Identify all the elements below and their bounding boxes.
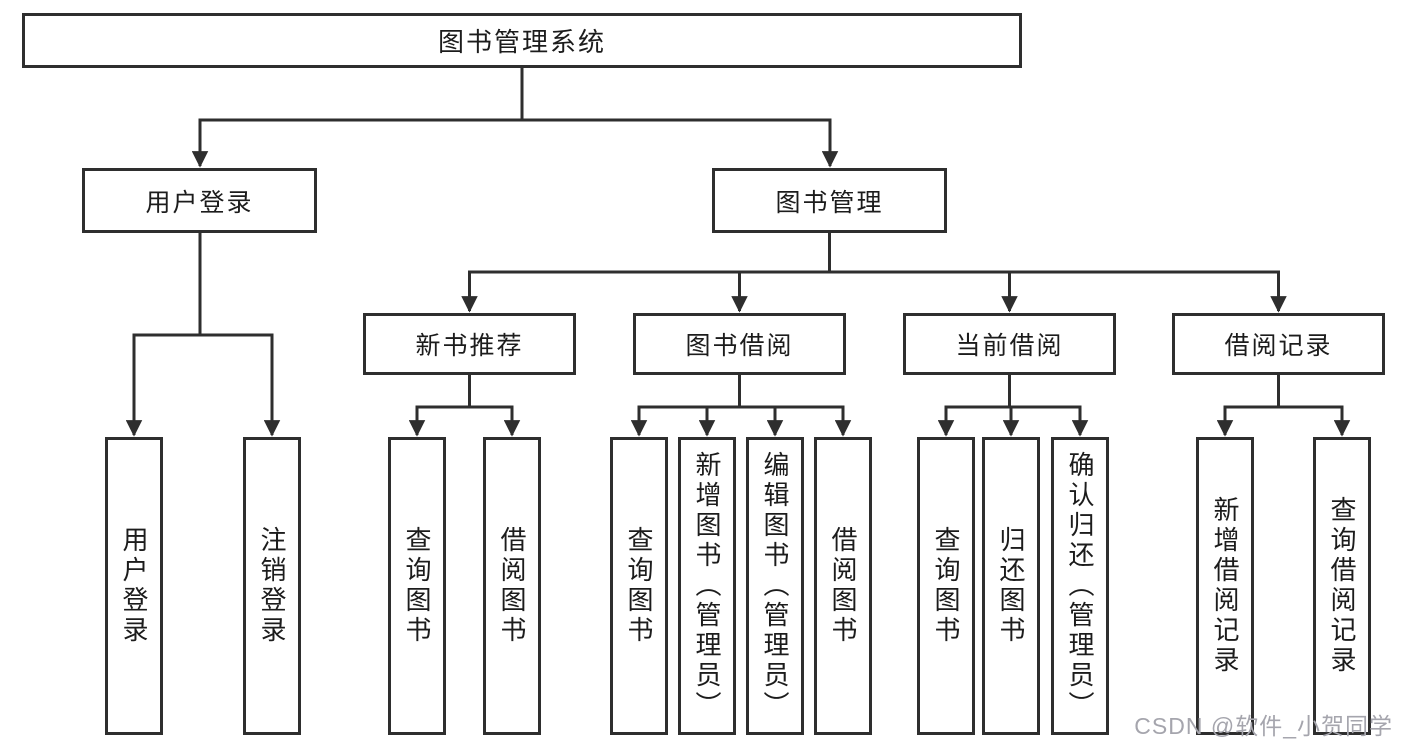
node-label: 当前借阅 [955, 332, 1064, 360]
node-label: 用户登录 [119, 526, 149, 646]
node-label: 借阅图书 [828, 526, 858, 646]
watermark: CSDN @软件_小贺同学 [1134, 713, 1393, 739]
node-leaf-logout: 注销登录 [243, 437, 301, 735]
node-leaf-borrow-books: 借阅图书 [814, 437, 872, 735]
node-book-management: 图书管理 [712, 168, 947, 233]
node-leaf-query-books-recommend: 查询图书 [388, 437, 446, 735]
node-user-login-group: 用户登录 [82, 168, 317, 233]
node-label: 用户登录 [145, 188, 254, 217]
node-leaf-query-books-current: 查询图书 [917, 437, 975, 735]
node-leaf-borrow-books-recommend: 借阅图书 [483, 437, 541, 735]
node-leaf-user-login: 用户登录 [105, 437, 163, 735]
node-label: 图书借阅 [685, 332, 794, 360]
node-label: 查询图书 [402, 526, 432, 646]
node-label: 新书推荐 [415, 332, 524, 360]
node-root: 图书管理系统 [22, 13, 1022, 68]
node-label: 确认归还（管理员） [1065, 451, 1095, 721]
node-book-borrow: 图书借阅 [633, 313, 846, 375]
node-borrow-records: 借阅记录 [1172, 313, 1385, 375]
node-label: 新增图书（管理员） [692, 451, 722, 721]
node-current-borrow: 当前借阅 [903, 313, 1116, 375]
node-new-book-recommend: 新书推荐 [363, 313, 576, 375]
node-label: 查询图书 [931, 526, 961, 646]
node-leaf-add-borrow-record: 新增借阅记录 [1196, 437, 1254, 735]
node-label: 借阅记录 [1224, 332, 1333, 360]
node-label: 查询借阅记录 [1327, 496, 1357, 676]
node-label: 图书管理 [775, 188, 884, 217]
node-leaf-confirm-return-admin: 确认归还（管理员） [1051, 437, 1109, 735]
node-label: 图书管理系统 [437, 27, 606, 57]
node-leaf-add-book-admin: 新增图书（管理员） [678, 437, 736, 735]
node-label: 编辑图书（管理员） [760, 451, 790, 721]
node-label: 归还图书 [996, 526, 1026, 646]
node-label: 新增借阅记录 [1210, 496, 1240, 676]
node-leaf-return-book: 归还图书 [982, 437, 1040, 735]
node-leaf-query-borrow-record: 查询借阅记录 [1313, 437, 1371, 735]
node-label: 注销登录 [257, 526, 287, 646]
node-label: 查询图书 [624, 526, 654, 646]
node-leaf-edit-book-admin: 编辑图书（管理员） [746, 437, 804, 735]
node-label: 借阅图书 [497, 526, 527, 646]
node-leaf-query-books-borrow: 查询图书 [610, 437, 668, 735]
